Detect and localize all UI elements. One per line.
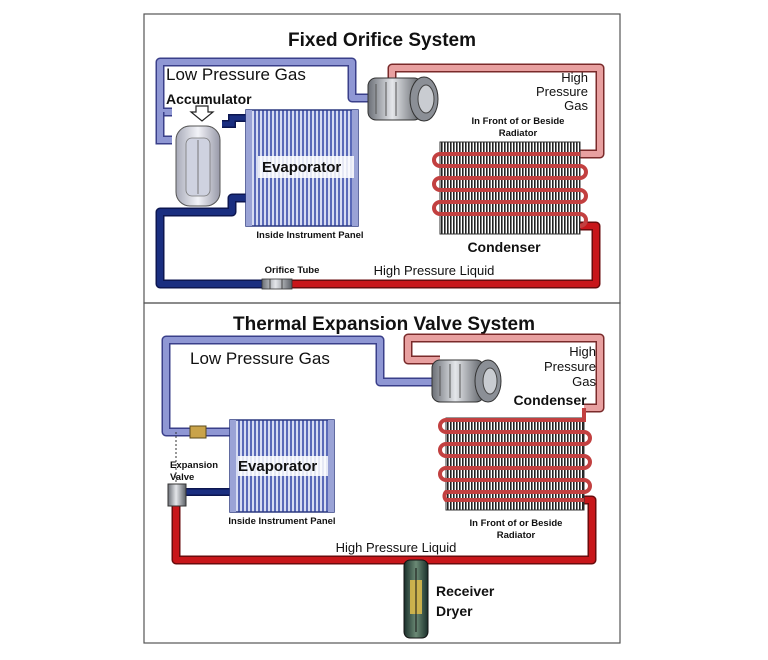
top-low-pressure-line [155,57,372,145]
txv-title: Thermal Expansion Valve System [233,314,535,335]
accumulator-arrow-icon [189,105,215,122]
top-gas-label: Gas [564,98,588,113]
top-low-pressure-liquid-line [155,114,262,289]
receiver-label: Receiver [436,583,495,599]
bottom-low-pressure-line [161,335,432,437]
bottom-high-label: High [569,344,596,359]
top-compressor [367,76,439,122]
accumulator-label: Accumulator [166,91,252,107]
bottom-condenser [438,408,592,511]
orifice-tube [261,278,293,290]
top-front-radiator-label-1: In Front of or Beside [472,116,565,127]
bottom-high-pressure-gas-line [403,333,605,413]
bottom-gas-label: Gas [572,374,596,389]
top-pressure-label: Pressure [536,84,588,99]
top-condenser [432,141,588,235]
bottom-pressure-label: Pressure [544,359,596,374]
top-evaporator-label: Evaporator [262,159,341,176]
accumulator [175,105,221,207]
bottom-panel-frame [143,302,621,644]
bottom-low-pressure-gas-label: Low Pressure Gas [190,349,330,368]
expansion-valve [167,425,207,507]
expansion-valve-label-2: Valve [170,472,194,483]
top-inside-panel-label: Inside Instrument Panel [256,230,363,241]
bottom-evaporator [229,419,335,513]
orifice-tube-label: Orifice Tube [265,265,320,276]
top-high-label: High [561,70,588,85]
top-high-pressure-gas-line [387,63,605,159]
receiver-dryer [403,559,429,639]
bottom-front-radiator-label-2: Radiator [497,530,536,541]
bottom-high-pressure-liquid-label: High Pressure Liquid [336,540,457,555]
bottom-evaporator-label: Evaporator [238,458,317,475]
top-low-pressure-gas-label: Low Pressure Gas [166,65,306,84]
bottom-condenser-label: Condenser [513,392,587,408]
top-front-radiator-label-2: Radiator [499,128,538,139]
bottom-high-pressure-liquid-line [171,495,597,565]
dryer-label: Dryer [436,603,473,619]
bottom-inside-panel-label: Inside Instrument Panel [228,516,335,527]
top-condenser-label: Condenser [467,239,541,255]
bottom-front-radiator-label-1: In Front of or Beside [470,518,563,529]
top-high-pressure-liquid-label: High Pressure Liquid [374,263,495,278]
top-evaporator [245,109,359,227]
expansion-valve-label-1: Expansion [170,460,218,471]
fixed-orifice-title: Fixed Orifice System [288,30,476,51]
top-high-pressure-liquid-line [290,221,601,289]
bottom-compressor [431,359,502,403]
